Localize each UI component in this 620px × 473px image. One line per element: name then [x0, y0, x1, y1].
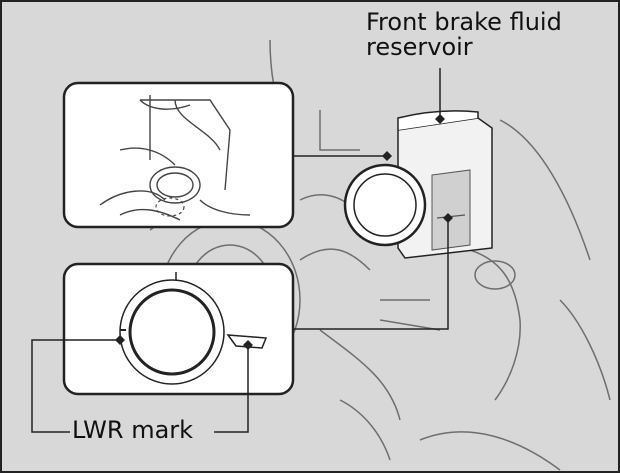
reservoir-label-line2: reservoir [366, 33, 473, 62]
reservoir-label-line1: Front brake fluid [366, 8, 562, 36]
reservoir-body [397, 110, 493, 259]
reservoir-label: Front brake fluid reservoir [366, 8, 562, 62]
inset-sight-glass-detail [62, 262, 295, 396]
inset-hand-photo [62, 81, 295, 229]
lwr-mark-label: LWR mark [72, 416, 194, 444]
sight-glass [343, 163, 427, 247]
leader-dots [115, 114, 453, 350]
leader-lines [31, 68, 449, 433]
